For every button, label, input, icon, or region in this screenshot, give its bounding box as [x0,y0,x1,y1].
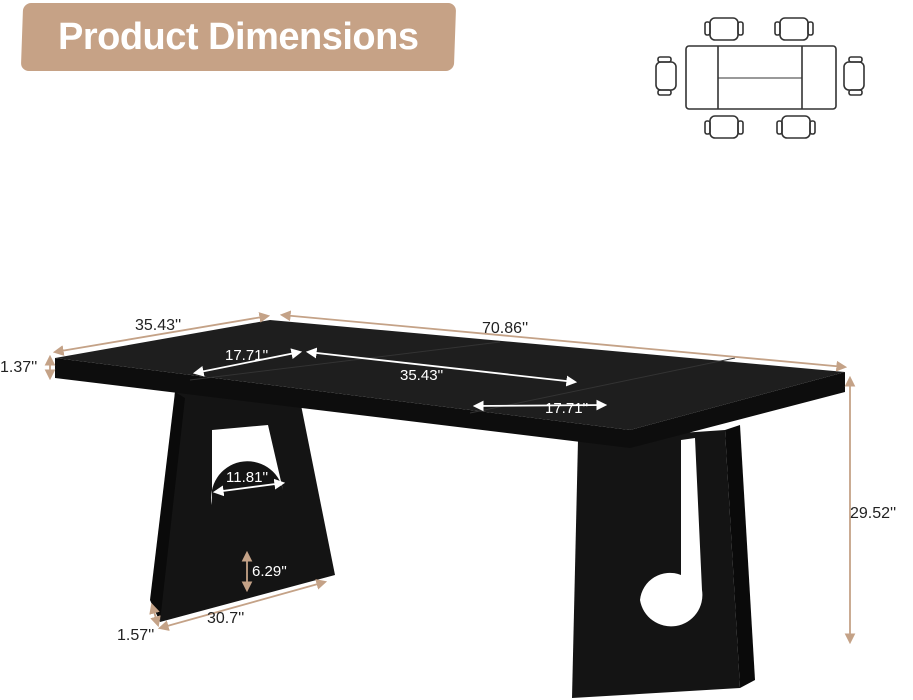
extension-right-label: 17.71'' [545,400,588,417]
top-thickness-label: 1.37'' [0,359,37,376]
leg-opening-height-label: 6.29'' [252,563,287,580]
dining-table [55,320,845,698]
center-section-label: 35.43'' [400,367,443,384]
extension-left-label: 17.71'' [225,347,268,364]
chair-icon [704,115,744,139]
leg-opening-width-label: 11.81'' [226,469,268,486]
height-label: 29.52'' [850,505,896,522]
right-leg-side [725,425,755,688]
dining-table-six-chairs-top-view-icon [655,17,865,139]
leg-thickness-label: 1.57'' [117,627,154,644]
left-leg [160,392,335,622]
chair-icon [655,56,677,96]
chair-icon [704,17,744,41]
depth-label: 35.43'' [135,317,181,334]
chair-icon [774,17,814,41]
left-leg-side [150,392,185,622]
table-top-edge [55,358,845,448]
length-label: 70.86'' [482,320,528,337]
left-leg-opening [211,425,283,505]
chair-icon [776,115,816,139]
chair-icon [843,56,865,96]
right-leg-opening [640,438,703,627]
leg-base-width-label: 30.7'' [207,610,244,627]
right-leg [572,430,740,698]
